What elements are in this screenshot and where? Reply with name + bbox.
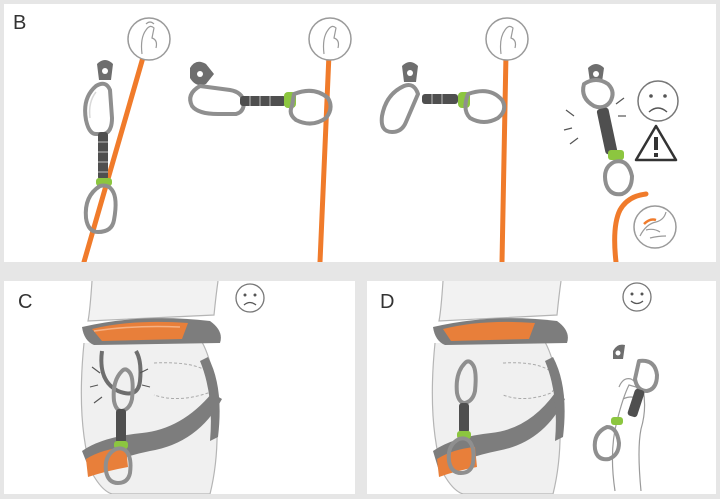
sad-face-icon-c	[235, 283, 265, 313]
top-carabiner-step-1	[83, 81, 114, 136]
gear-loop-quickdraw-d	[446, 359, 478, 475]
step-4-wrong-clipping	[563, 64, 679, 262]
harness-waistbelt-d	[433, 318, 568, 345]
rope-clip-hand-icon-3	[485, 17, 529, 61]
rope-step-4	[612, 191, 649, 262]
panel-d-letter: D	[380, 291, 395, 313]
bottom-carabiner-step-4	[603, 159, 634, 197]
harness-strap-right-d	[545, 357, 565, 441]
panel-b-letter: B	[13, 12, 27, 34]
rope-step-2	[317, 51, 332, 262]
harness-waistbelt-c	[82, 318, 221, 345]
top-carabiner-step-4	[581, 78, 615, 110]
quickdraw-sling-step-2	[240, 96, 286, 106]
panel-c-illustration	[80, 281, 265, 494]
quickdraw-sling-step-4	[596, 107, 618, 155]
panel-b-rope-clipping: B	[4, 4, 716, 262]
panel-c-harness-wrong: C	[4, 281, 355, 494]
rope-step-3	[499, 51, 509, 262]
hand-grip-icon	[633, 205, 677, 249]
quickdraw-sling-step-1	[98, 132, 108, 180]
happy-face-icon	[622, 282, 652, 312]
bottom-carabiner-step-3	[463, 89, 507, 124]
hanger-bolt-step-4	[588, 64, 604, 82]
step-3-clipping	[379, 17, 529, 262]
panel-b-illustration	[81, 17, 679, 262]
step-2-clipping	[188, 17, 352, 262]
harness-strap-right-c	[200, 357, 220, 441]
warning-triangle-icon	[634, 124, 678, 162]
gate-keeper-step-4	[608, 150, 624, 160]
top-carabiner-step-3	[379, 83, 420, 134]
panel-d-illustration	[431, 281, 659, 494]
quickdraw-sling-step-3	[422, 94, 458, 104]
panel-d-harness-right: D	[367, 281, 716, 494]
hanger-bolt-step-2	[190, 61, 214, 86]
rope-clip-hand-icon-2	[308, 17, 352, 61]
sad-face-icon	[637, 80, 679, 122]
hanger-bolt-step-1	[97, 60, 113, 80]
hand-holding-quickdraw-d	[592, 344, 659, 492]
panel-c-letter: C	[18, 291, 33, 313]
bottom-carabiner-step-1	[83, 183, 118, 234]
rope-step-1	[81, 51, 147, 262]
stress-lines-c	[89, 366, 151, 404]
hanger-bolt-step-3	[402, 62, 418, 82]
top-carabiner-step-2	[188, 84, 246, 116]
step-1-clipping	[81, 17, 171, 262]
quickdraw-c	[103, 367, 135, 485]
stress-lines	[563, 97, 626, 145]
rope-clip-hand-icon	[127, 17, 171, 61]
bottom-carabiner-step-2	[288, 88, 333, 126]
